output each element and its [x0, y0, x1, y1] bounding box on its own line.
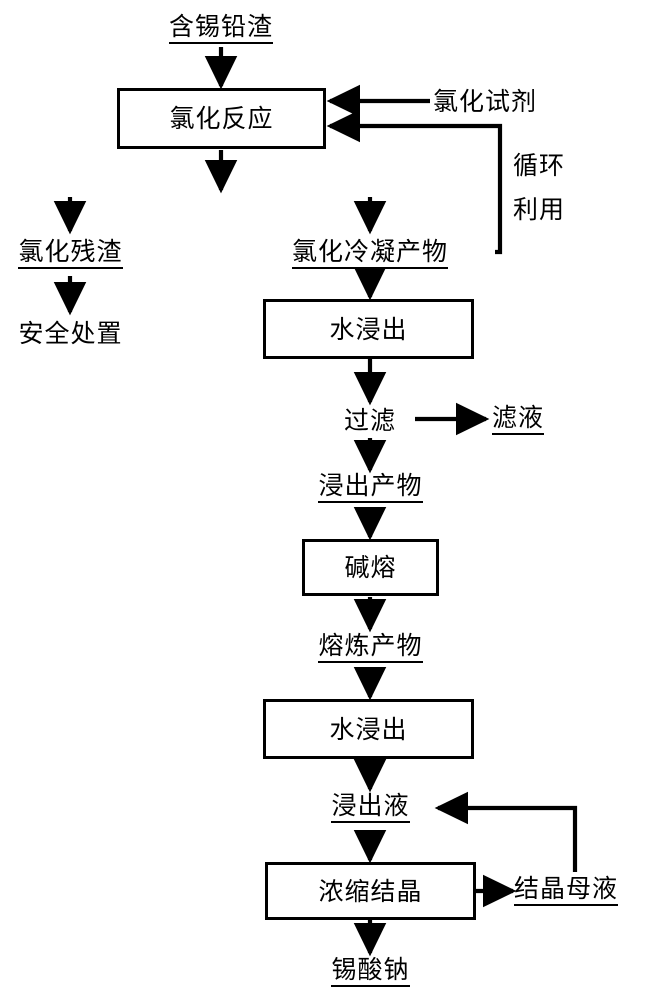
- node-chlorinating-reagent-label: 氯化试剂: [433, 86, 538, 116]
- node-recycle-annotation-line1-label: 循环: [513, 150, 566, 180]
- node-leaching-product: 浸出产物: [301, 471, 440, 505]
- node-chlorination-reaction-label: 氯化反应: [169, 104, 274, 133]
- node-water-leaching-1[interactable]: 水浸出: [263, 299, 474, 359]
- node-concentration-crystallization-label: 浓缩结晶: [318, 876, 423, 906]
- node-crystallization-mother-liquor: 结晶母液: [514, 874, 649, 908]
- node-alkali-fusion-label: 碱熔: [344, 553, 397, 582]
- node-filtration-label: 过滤: [343, 405, 396, 435]
- node-water-leaching-1-label: 水浸出: [329, 314, 408, 344]
- node-water-leaching-2-label: 水浸出: [329, 714, 408, 744]
- node-feedstock: 含锡铅渣: [146, 12, 296, 46]
- node-recycle-annotation-line2-label: 利用: [513, 194, 566, 224]
- node-filtration: 过滤: [325, 403, 415, 437]
- node-leachate: 浸出液: [317, 791, 424, 825]
- node-recycle-annotation-line1: 循环: [513, 148, 593, 182]
- node-crystallization-mother-liquor-label: 结晶母液: [514, 876, 619, 906]
- node-concentration-crystallization[interactable]: 浓缩结晶: [265, 862, 476, 920]
- node-safe-disposal: 安全处置: [3, 316, 138, 350]
- node-sodium-stannate: 锡酸钠: [317, 955, 424, 989]
- node-chlorination-residue-label: 氯化残渣: [18, 239, 123, 269]
- node-sodium-stannate-label: 锡酸钠: [331, 957, 410, 987]
- node-chlorinating-reagent: 氯化试剂: [433, 84, 567, 118]
- node-alkali-fusion[interactable]: 碱熔: [302, 539, 439, 596]
- node-filtrate-label: 滤液: [492, 405, 545, 435]
- node-safe-disposal-label: 安全处置: [18, 318, 123, 348]
- node-chlorination-reaction[interactable]: 氯化反应: [117, 88, 326, 149]
- edge-motherliquor-to-leachate: [434, 791, 578, 872]
- node-recycle-annotation-line2: 利用: [513, 192, 593, 226]
- node-chlorination-residue: 氯化残渣: [3, 237, 138, 271]
- node-filtrate: 滤液: [492, 403, 572, 437]
- node-leaching-product-label: 浸出产物: [318, 473, 423, 503]
- node-leachate-label: 浸出液: [331, 793, 410, 823]
- node-smelting-product-label: 熔炼产物: [318, 633, 423, 663]
- node-chlorination-condensate-label: 氯化冷凝产物: [291, 239, 448, 269]
- node-water-leaching-2[interactable]: 水浸出: [263, 699, 474, 759]
- node-smelting-product: 熔炼产物: [301, 631, 440, 665]
- edge-recycle-to-chlorination: [326, 109, 503, 255]
- node-feedstock-label: 含锡铅渣: [168, 14, 273, 44]
- node-chlorination-condensate: 氯化冷凝产物: [272, 237, 468, 271]
